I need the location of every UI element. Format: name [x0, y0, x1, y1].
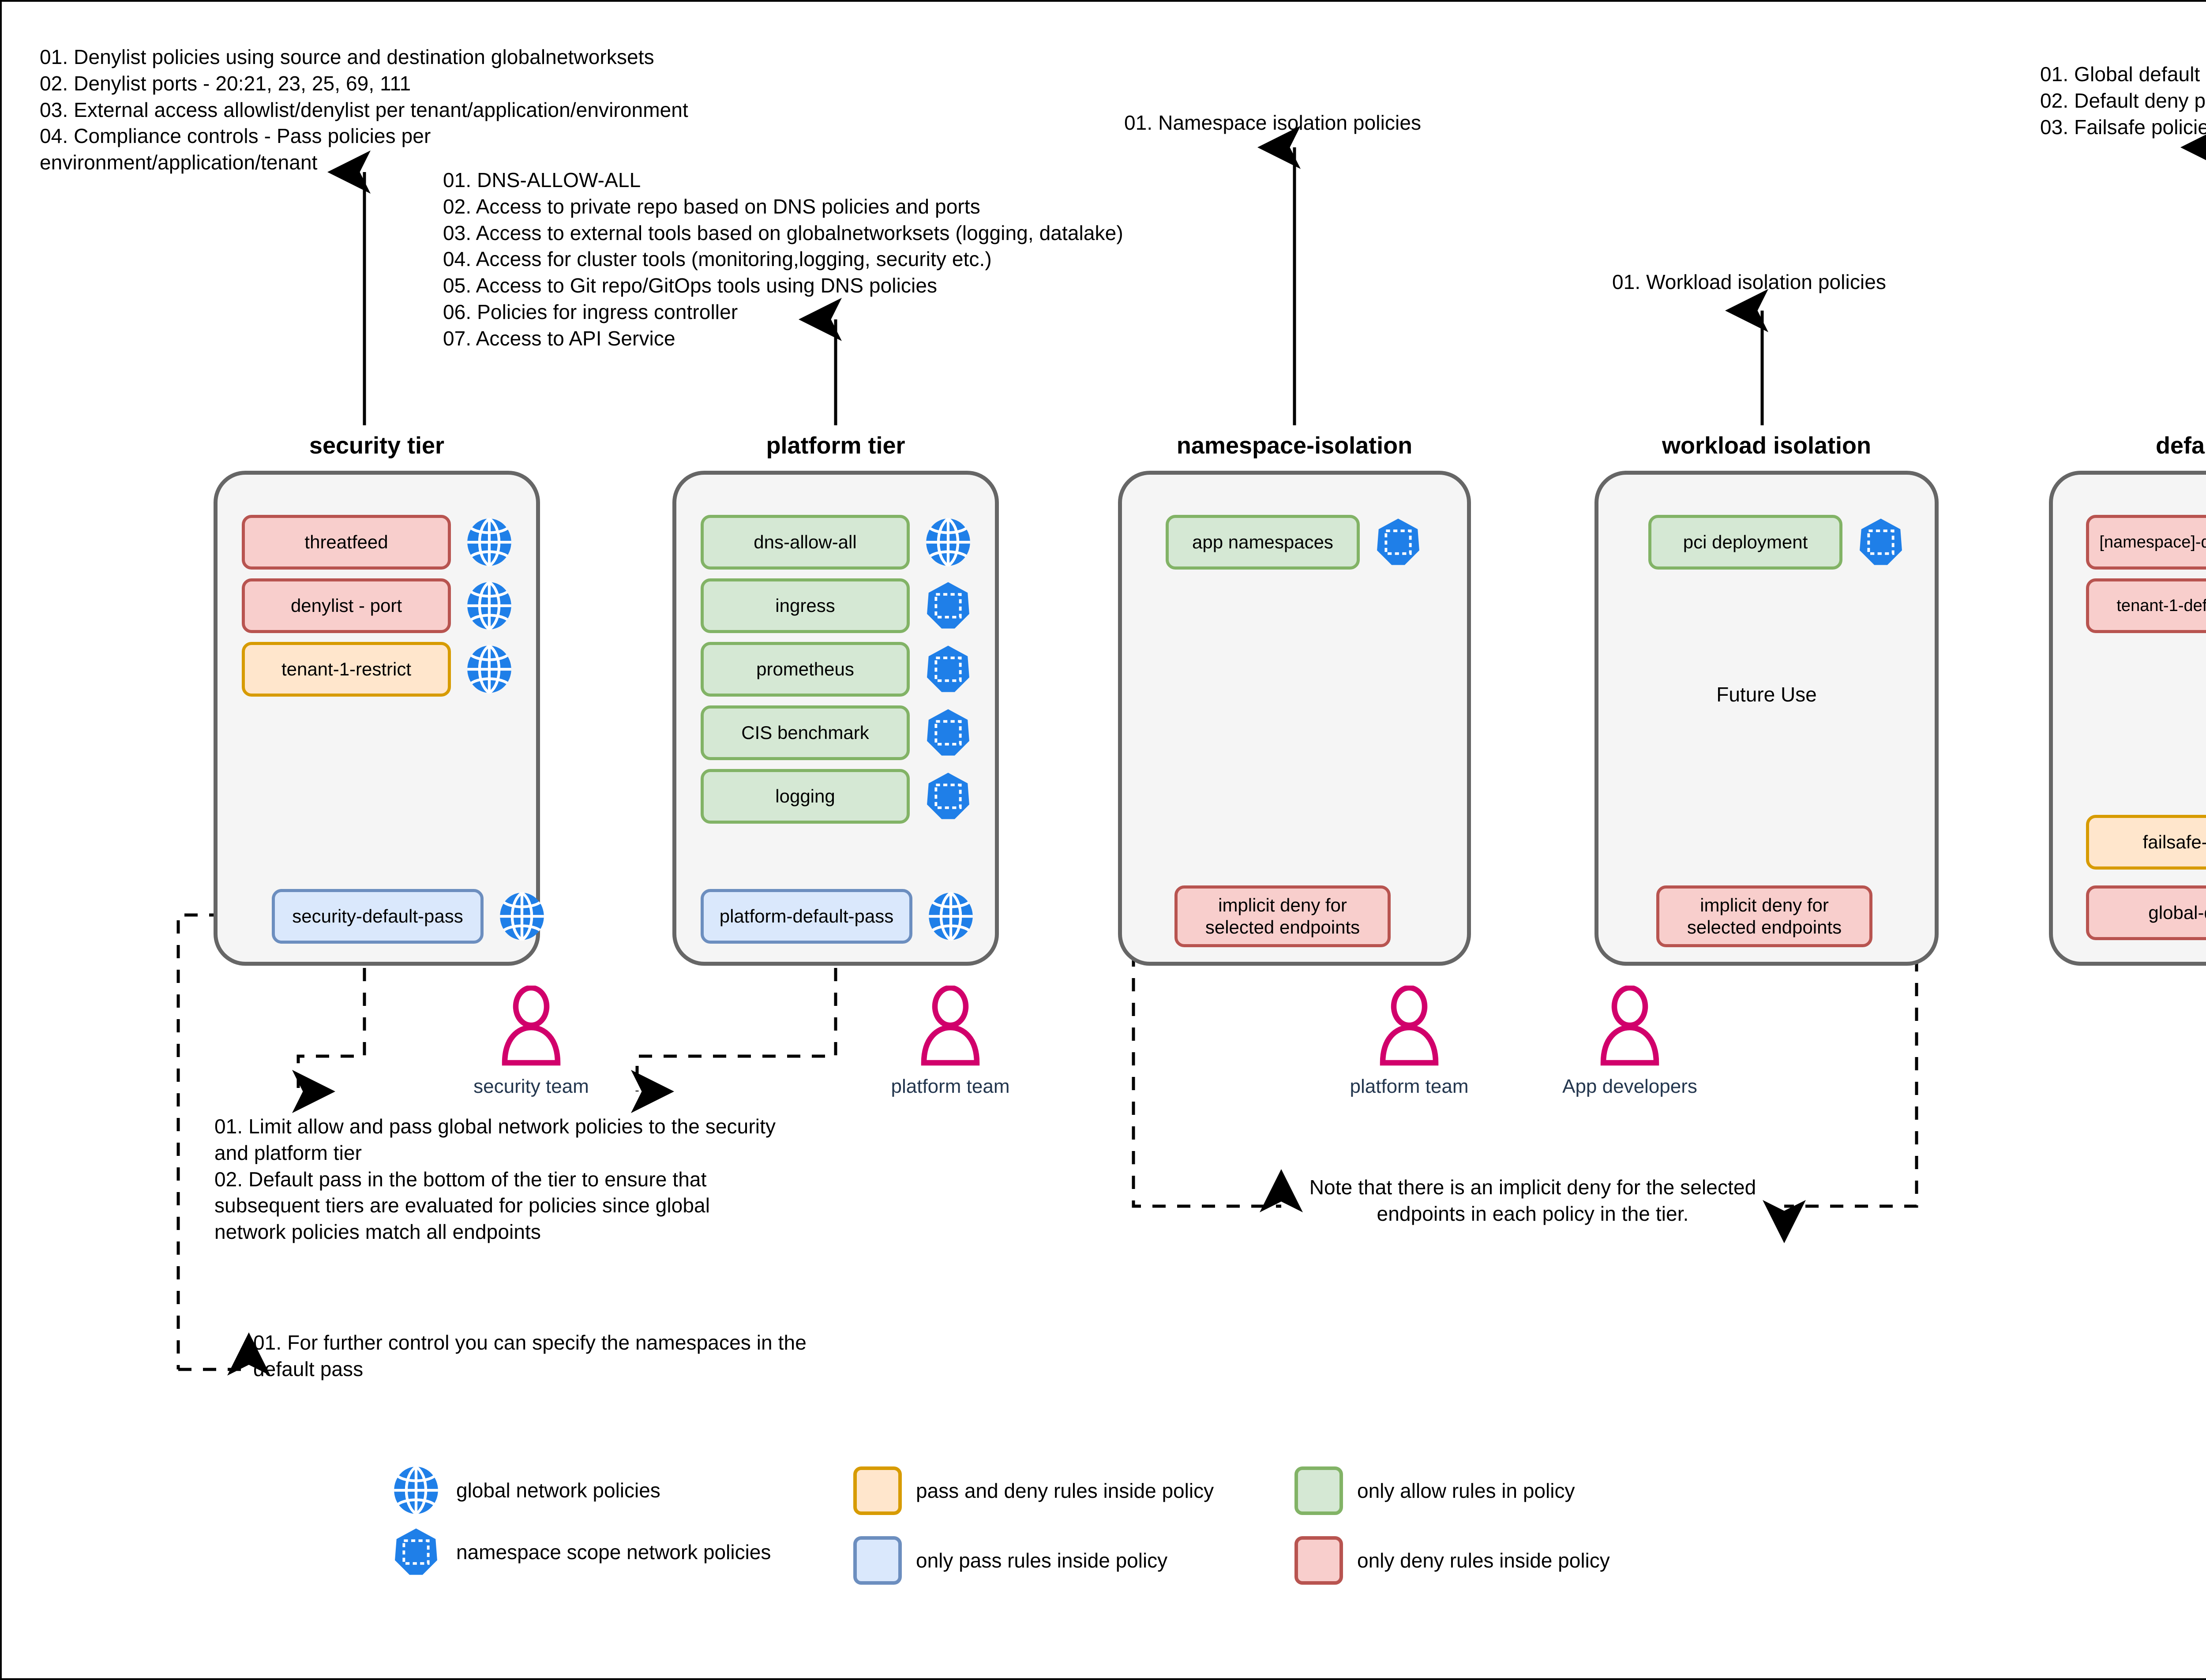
policy-row-default[interactable]: platform-default-pass: [701, 889, 1001, 944]
namespace-isolation-notes: 01. Namespace isolation policies: [1124, 111, 1422, 134]
persona-platform-team-2: platform team: [1339, 986, 1480, 1098]
policy-row[interactable]: logging: [701, 769, 974, 824]
namespace-scope-icon: [395, 1528, 437, 1575]
legend-namespace-scope-network-policies: namespace scope network policies: [390, 1526, 771, 1578]
policy-pill[interactable]: platform-default-pass: [701, 889, 912, 944]
legend-label: only deny rules inside policy: [1357, 1549, 1610, 1572]
global-policy-guidance-note: 01. Limit allow and pass global network …: [214, 1115, 776, 1244]
globe-icon: [929, 891, 973, 941]
legend-swatch: [853, 1466, 902, 1515]
globe-icon: [467, 644, 511, 694]
legend-only-deny-rules: only deny rules inside policy: [1294, 1536, 1610, 1585]
policy-pill[interactable]: threatfeed: [242, 515, 451, 570]
legend-swatch: [1294, 1466, 1343, 1515]
policy-row[interactable]: tenant-1-restrict: [242, 642, 515, 697]
legend-label: pass and deny rules inside policy: [916, 1479, 1214, 1502]
legend-global-network-policies: global network policies: [390, 1464, 660, 1516]
legend-swatch: [853, 1536, 902, 1585]
person-icon: [502, 986, 561, 1066]
policy-row-failsafe[interactable]: failsafe-allow: [2086, 815, 2206, 870]
policy-row[interactable]: dns-allow-all: [701, 515, 974, 570]
policy-pill[interactable]: dns-allow-all: [701, 515, 910, 570]
legend-label: namespace scope network policies: [456, 1541, 771, 1564]
policy-row-default[interactable]: security-default-pass: [272, 889, 572, 944]
persona-label: platform team: [891, 1076, 1010, 1097]
policy-row-implicit-deny[interactable]: implicit deny for selected endpoints: [1174, 885, 1457, 947]
person-icon: [921, 986, 980, 1066]
person-icon: [1380, 986, 1439, 1066]
policy-row[interactable]: app namespaces: [1166, 515, 1448, 570]
implicit-deny-note: Note that there is an implicit deny for …: [1309, 1176, 1756, 1225]
further-control-note: 01. For further control you can specify …: [253, 1331, 807, 1380]
tier-title-namespace-isolation: namespace-isolation: [1176, 432, 1413, 459]
legend-swatch: [1294, 1536, 1343, 1585]
security-tier-notes: 01. Denylist policies using source and d…: [40, 45, 688, 174]
default-tier-notes: 01. Global default deny 02. Default deny…: [2040, 63, 2206, 139]
policy-pill[interactable]: global-deny: [2086, 885, 2206, 940]
namespace-scope-icon: [927, 582, 969, 629]
persona-platform-team-1: platform team: [880, 986, 1021, 1098]
policy-row[interactable]: denylist - port: [242, 578, 515, 633]
policy-row[interactable]: global-deny: [2086, 885, 2206, 940]
tier-title-platform: platform tier: [766, 432, 905, 459]
legend-label: global network policies: [456, 1479, 660, 1502]
persona-label: App developers: [1562, 1076, 1697, 1097]
tier-title-security: security tier: [309, 432, 445, 459]
namespace-scope-icon: [1860, 518, 1902, 565]
policy-pill[interactable]: logging: [701, 769, 910, 824]
policy-pill[interactable]: prometheus: [701, 642, 910, 697]
tier-platform: platform tier dns-allow-all ingress prom…: [672, 432, 1001, 966]
globe-icon: [926, 517, 970, 567]
policy-row[interactable]: threatfeed: [242, 515, 515, 570]
policy-row[interactable]: ingress: [701, 578, 974, 633]
future-use-label: Future Use: [1716, 683, 1817, 706]
legend-label: only allow rules in policy: [1357, 1479, 1575, 1502]
persona-security-team-1: security team: [461, 986, 602, 1098]
policy-row[interactable]: [namespace]-default-deny: [2086, 515, 2206, 570]
policy-pill[interactable]: denylist - port: [242, 578, 451, 633]
policy-pill[interactable]: tenant-1-default-deny: [2086, 578, 2206, 633]
legend-pass-and-deny-rules: pass and deny rules inside policy: [853, 1466, 1214, 1515]
workload-isolation-notes: 01. Workload isolation policies: [1612, 270, 1887, 293]
policy-row[interactable]: prometheus: [701, 642, 974, 697]
policy-row[interactable]: CIS benchmark: [701, 705, 974, 760]
namespace-scope-icon: [927, 772, 969, 819]
tier-workload-isolation: workload isolation pci deployment Future…: [1594, 432, 1939, 966]
globe-icon: [500, 891, 544, 941]
policy-pill[interactable]: tenant-1-restrict: [242, 642, 451, 697]
persona-app-developers: App developers: [1559, 986, 1700, 1098]
tier-default: default tier [namespace]-default-deny te…: [2049, 432, 2206, 966]
namespace-scope-icon: [927, 709, 969, 756]
globe-icon: [467, 581, 511, 631]
namespace-scope-icon: [1377, 518, 1419, 565]
policy-pill[interactable]: ingress: [701, 578, 910, 633]
namespace-scope-icon: [927, 645, 969, 692]
policy-pill[interactable]: failsafe-allow: [2086, 815, 2206, 870]
policy-pill[interactable]: [namespace]-default-deny: [2086, 515, 2206, 570]
policy-row-implicit-deny[interactable]: implicit deny for selected endpoints: [1656, 885, 1939, 947]
tier-namespace-isolation: namespace-isolation app namespaces impli…: [1118, 432, 1471, 966]
policy-pill[interactable]: app namespaces: [1166, 515, 1360, 570]
policy-pill[interactable]: security-default-pass: [272, 889, 484, 944]
persona-label: platform team: [1350, 1076, 1469, 1097]
policy-row[interactable]: pci deployment: [1648, 515, 1931, 570]
person-icon: [1600, 986, 1659, 1066]
platform-tier-notes: 01. DNS-ALLOW-ALL 02. Access to private …: [443, 169, 1123, 350]
policy-pill[interactable]: implicit deny for selected endpoints: [1174, 885, 1391, 947]
policy-pill[interactable]: CIS benchmark: [701, 705, 910, 760]
tier-title-workload-isolation: workload isolation: [1662, 432, 1872, 459]
policy-row[interactable]: tenant-1-default-deny: [2086, 578, 2206, 633]
globe-icon: [394, 1465, 438, 1515]
tier-title-default: default tier: [2155, 432, 2206, 459]
legend-label: only pass rules inside policy: [916, 1549, 1168, 1572]
tier-security: security tier threatfeed denylist - port: [214, 432, 544, 966]
policy-pill[interactable]: implicit deny for selected endpoints: [1656, 885, 1872, 947]
policy-pill[interactable]: pci deployment: [1648, 515, 1842, 570]
persona-label: security team: [473, 1076, 589, 1097]
legend-only-allow-rules: only allow rules in policy: [1294, 1466, 1575, 1515]
globe-icon: [467, 517, 511, 567]
legend-only-pass-rules: only pass rules inside policy: [853, 1536, 1167, 1585]
